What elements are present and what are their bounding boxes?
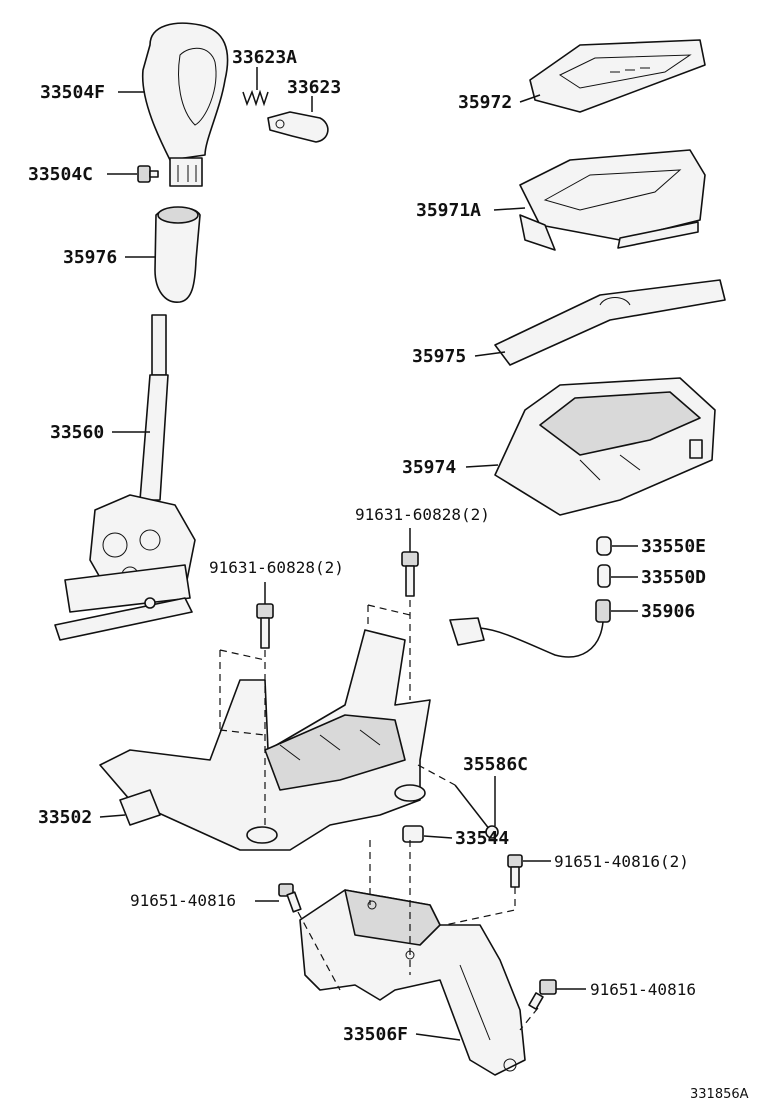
label-35972: 35972 xyxy=(458,92,512,113)
label-35906: 35906 xyxy=(641,601,695,622)
bolt-91651-left xyxy=(278,883,302,913)
label-91651-lower: 91651-40816 xyxy=(590,980,696,999)
bolt-91631-right xyxy=(401,551,419,597)
spring-33623A xyxy=(242,89,269,107)
label-35975: 35975 xyxy=(412,346,466,367)
slide-plate-35975 xyxy=(494,279,726,366)
label-33502: 33502 xyxy=(38,807,92,828)
bolt-33504C xyxy=(137,165,159,183)
shift-knob-33504F xyxy=(141,22,229,187)
label-35971A: 35971A xyxy=(416,200,481,221)
bulb-33550D xyxy=(597,564,611,588)
pin-35586C xyxy=(454,784,499,839)
indicator-cover-35972 xyxy=(529,39,706,113)
indicator-housing-35971A xyxy=(519,149,706,251)
label-91651-left: 91651-40816 xyxy=(130,891,236,910)
label-91631-left: 91631-60828(2) xyxy=(209,558,344,577)
shift-boot-35976 xyxy=(154,206,201,303)
label-35974: 35974 xyxy=(402,457,456,478)
bolt-91631-left xyxy=(256,603,274,649)
alignment-lines xyxy=(219,600,539,1031)
shift-lever-33560 xyxy=(54,314,196,641)
label-35586C: 35586C xyxy=(463,754,528,775)
label-33504C: 33504C xyxy=(28,164,93,185)
label-33623A: 33623A xyxy=(232,47,297,68)
part-labels: 33504F 33623A 33623 33504C 35972 35971A … xyxy=(28,47,749,1102)
bolt-91651-right xyxy=(507,854,523,888)
bracket-33506F xyxy=(299,889,526,1076)
label-33506F: 33506F xyxy=(343,1024,408,1045)
label-33560: 33560 xyxy=(50,422,104,443)
push-button-33623 xyxy=(267,111,329,143)
label-33550D: 33550D xyxy=(641,567,706,588)
label-33544: 33544 xyxy=(455,828,509,849)
label-91631-right: 91631-60828(2) xyxy=(355,505,490,524)
bolt-91651-lower xyxy=(528,979,557,1010)
label-33623: 33623 xyxy=(287,77,341,98)
label-33504F: 33504F xyxy=(40,82,105,103)
socket-wire-35906 xyxy=(449,599,611,658)
label-91651-right: 91651-40816(2) xyxy=(554,852,689,871)
collar-33544 xyxy=(402,825,424,843)
bulb-33550E xyxy=(596,536,612,556)
label-35976: 35976 xyxy=(63,247,117,268)
leader-lines xyxy=(99,67,638,1041)
indicator-base-35974 xyxy=(494,377,716,516)
label-33550E: 33550E xyxy=(641,536,706,557)
diagram-reference-number: 331856A xyxy=(690,1087,749,1102)
